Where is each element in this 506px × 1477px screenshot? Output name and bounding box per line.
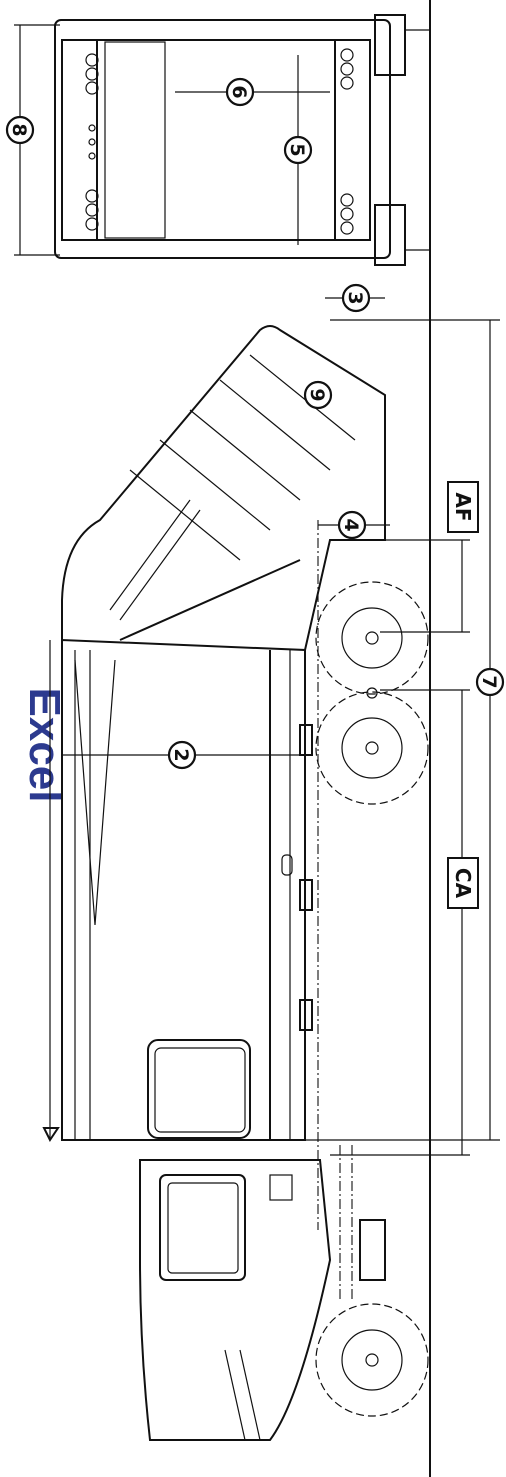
af-label: AF [451, 492, 475, 521]
dim-badge-9: 9 [303, 380, 333, 410]
rear-lights [85, 48, 354, 235]
brand-text: Excel [20, 688, 69, 803]
dimension-lines [42, 297, 500, 1156]
dim-label-8: 8 [8, 123, 30, 136]
dim-label-7: 7 [478, 675, 500, 688]
dim-badge-6: 6 [225, 77, 255, 107]
dim-label-2: 2 [170, 748, 192, 761]
dim-label-5: 5 [286, 143, 308, 156]
dim-badge-8: 8 [5, 115, 35, 145]
packer-body [61, 325, 386, 1141]
ca-label-box: CA [447, 857, 479, 909]
dim-label-6: 6 [228, 85, 250, 98]
dim-label-9: 9 [306, 388, 328, 401]
dim-badge-7: 7 [475, 667, 505, 697]
af-label-box: AF [447, 481, 479, 533]
ca-label: CA [451, 868, 475, 899]
dim-label-3: 3 [344, 291, 366, 304]
dim-badge-5: 5 [283, 135, 313, 165]
brand-logo: Excel [20, 688, 69, 803]
dim-badge-4: 4 [337, 510, 367, 540]
wheels [315, 520, 429, 1417]
dim-badge-3: 3 [341, 283, 371, 313]
rear-view [14, 14, 430, 266]
dim-badge-2: 2 [167, 740, 197, 770]
dim-label-4: 4 [340, 518, 362, 531]
truck-cab [139, 1159, 386, 1441]
